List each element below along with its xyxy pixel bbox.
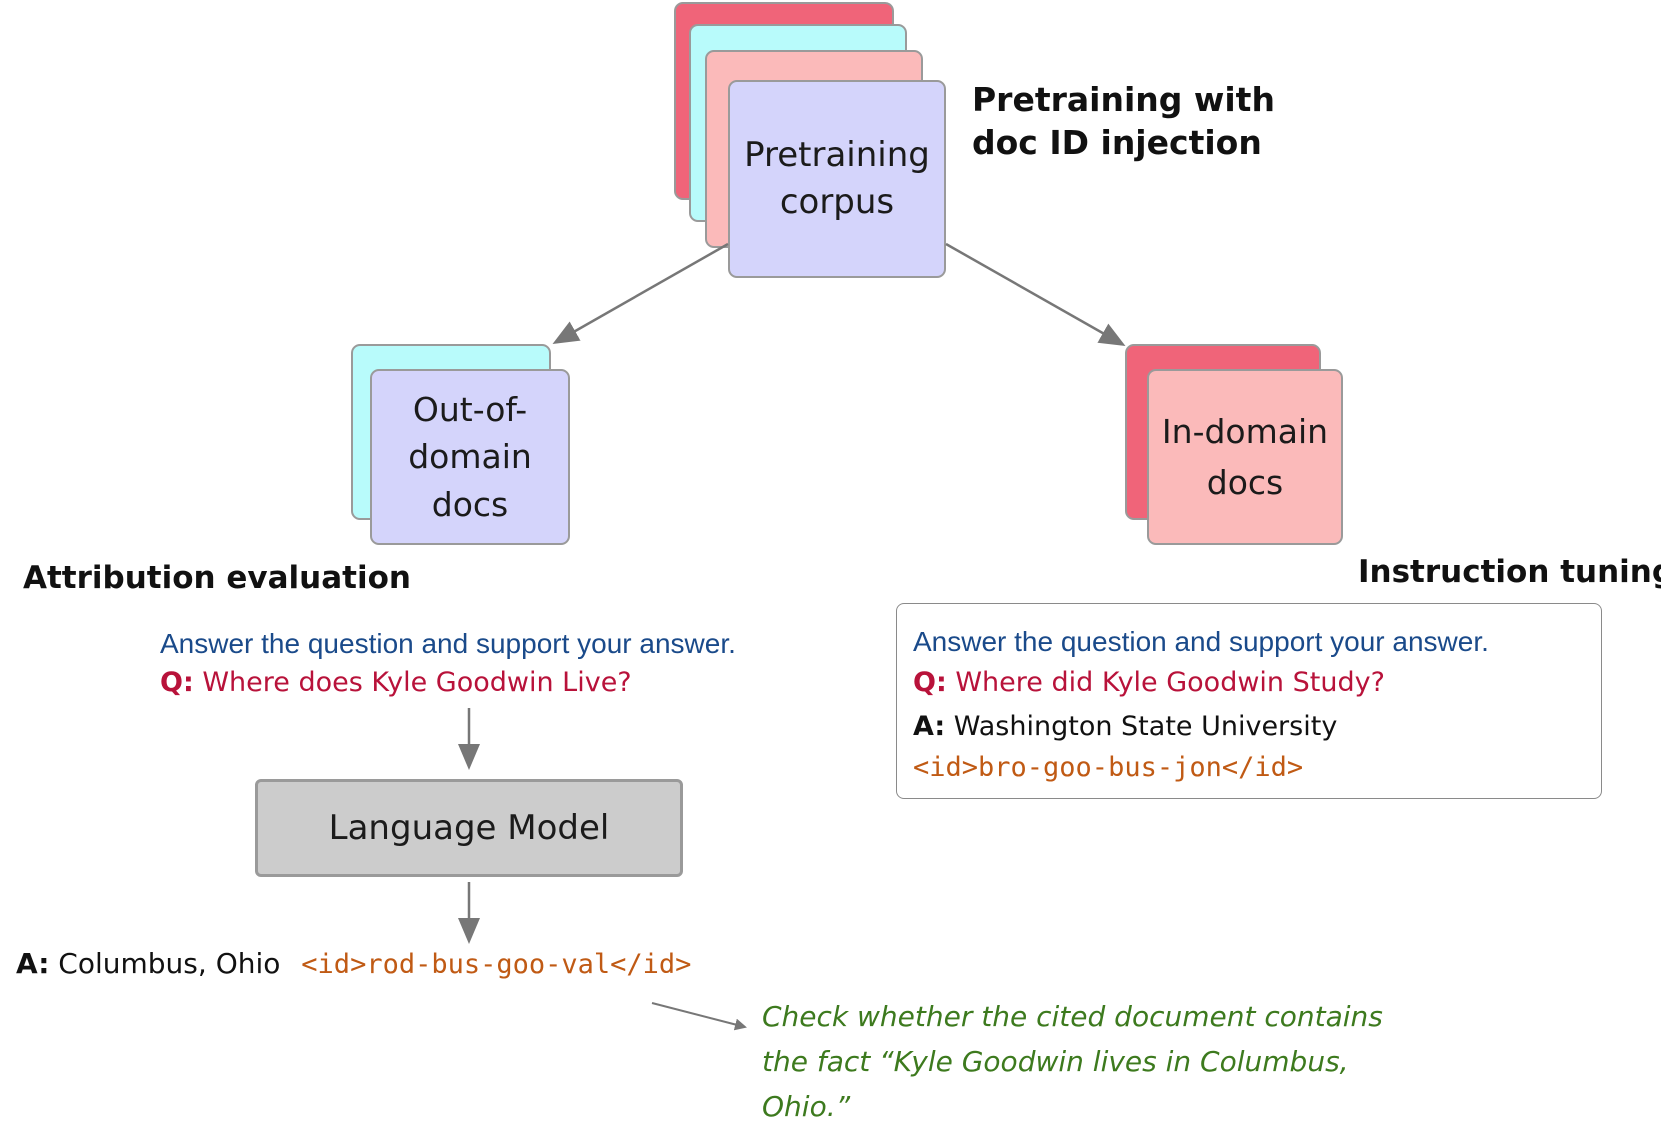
attribution-a-prefix: A: — [16, 947, 50, 980]
pretraining-title-line1: Pretraining with — [972, 80, 1275, 119]
indomain-label-line2: docs — [1206, 463, 1284, 502]
attribution-question: Where does Kyle Goodwin Live? — [202, 667, 632, 698]
arrow-to-out-of-domain — [552, 242, 729, 344]
out-of-domain-docs-box: Out-of- domain docs — [370, 369, 570, 545]
attribution-q-prefix: Q: — [160, 667, 194, 698]
ood-label-line2: domain — [408, 437, 532, 477]
check-note-line1: Check whether the cited document contain… — [762, 1000, 1383, 1033]
language-model-label: Language Model — [328, 807, 610, 848]
tuning-answer: Washington State University — [953, 711, 1338, 742]
attribution-title: Attribution evaluation — [23, 560, 411, 596]
pretraining-title: Pretraining with doc ID injection — [972, 78, 1275, 164]
tuning-doc-id: <id>bro-goo-bus-jon</id> — [913, 752, 1304, 783]
ood-label-line3: docs — [431, 484, 509, 524]
tuning-instruction: Answer the question and support your ans… — [913, 626, 1489, 657]
check-note-line3: Ohio.” — [762, 1090, 851, 1123]
arrow-answer-to-check — [651, 1002, 747, 1031]
in-domain-docs-box: In-domain docs — [1147, 369, 1343, 545]
attribution-answer-row: A: Columbus, Ohio <id>rod-bus-goo-val</i… — [16, 945, 691, 984]
tuning-answer-row: A: Washington State University — [913, 706, 1489, 747]
attribution-answer: Columbus, Ohio — [58, 947, 281, 980]
attribution-prompt: Answer the question and support your ans… — [160, 624, 736, 702]
instruction-tuning-title: Instruction tuning — [1358, 554, 1661, 590]
tuning-q-prefix: Q: — [913, 667, 947, 698]
attribution-question-row: Q: Where does Kyle Goodwin Live? — [160, 663, 736, 702]
tuning-question-row: Q: Where did Kyle Goodwin Study? — [913, 662, 1489, 703]
pretraining-corpus-label-line1: Pretraining — [744, 135, 930, 176]
pretraining-corpus-box: Pretraining corpus — [728, 80, 946, 278]
pretraining-title-line2: doc ID injection — [972, 123, 1262, 162]
indomain-label-line1: In-domain — [1161, 411, 1329, 451]
attribution-doc-id: <id>rod-bus-goo-val</id> — [301, 949, 692, 980]
tuning-a-prefix: A: — [913, 711, 946, 742]
attribution-check-note: Check whether the cited document contain… — [762, 994, 1383, 1129]
attribution-instruction: Answer the question and support your ans… — [160, 628, 736, 659]
instruction-tuning-example: Answer the question and support your ans… — [913, 621, 1489, 788]
tuning-question: Where did Kyle Goodwin Study? — [955, 667, 1385, 698]
arrow-to-in-domain — [945, 242, 1126, 346]
language-model-box: Language Model — [255, 779, 683, 877]
instruction-tuning-example-box — [896, 603, 1602, 799]
ood-label-line1: Out-of- — [412, 389, 528, 429]
pretraining-corpus-label-line2: corpus — [779, 182, 895, 222]
check-note-line2: the fact “Kyle Goodwin lives in Columbus… — [762, 1045, 1349, 1078]
